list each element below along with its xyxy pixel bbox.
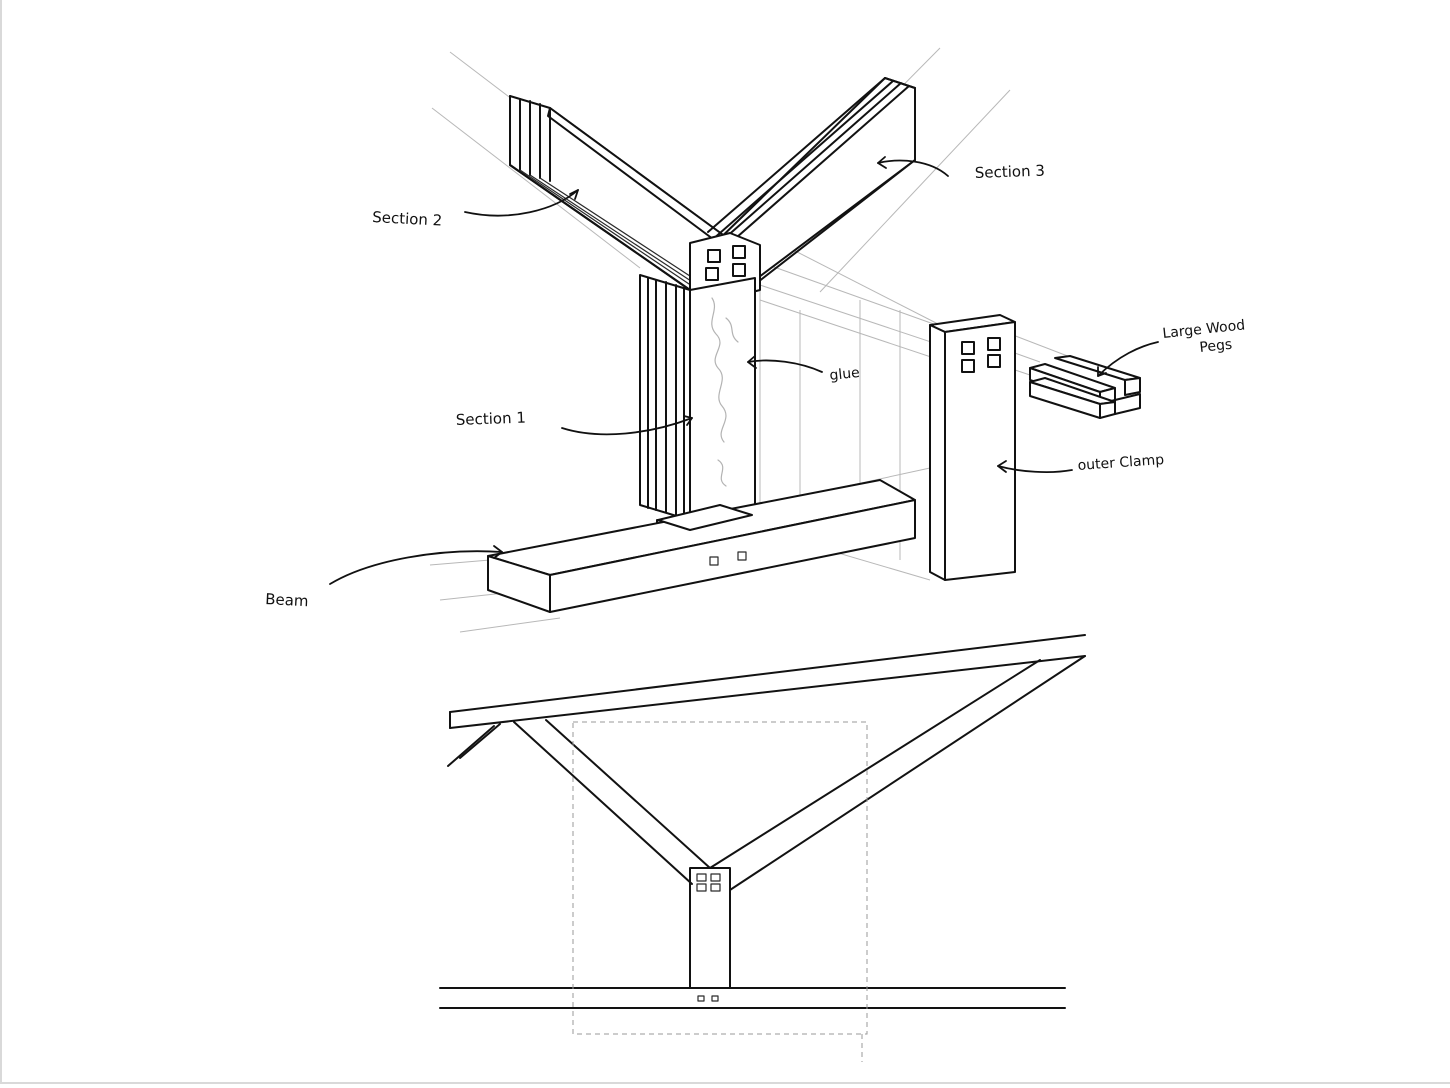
glue-arrow bbox=[747, 359, 823, 373]
label-large-wood-pegs-line2: Pegs bbox=[1199, 337, 1233, 356]
label-section-3: Section 3 bbox=[975, 162, 1046, 182]
page-bottom-border bbox=[0, 1082, 1450, 1084]
label-section-2: Section 2 bbox=[372, 208, 443, 230]
page-left-border bbox=[0, 0, 2, 1084]
label-section-1: Section 1 bbox=[456, 409, 527, 429]
label-large-wood-pegs-line1: Large Wood bbox=[1162, 317, 1246, 342]
elevation-view bbox=[439, 634, 1086, 1062]
label-glue: glue bbox=[829, 365, 861, 384]
label-outer-clamp: outer Clamp bbox=[1077, 452, 1165, 474]
section-1-arrow bbox=[561, 417, 693, 436]
pegs-arrow bbox=[1097, 341, 1159, 377]
label-beam: Beam bbox=[265, 590, 309, 610]
section-1-post bbox=[639, 274, 756, 539]
outer-clamp bbox=[929, 314, 1016, 581]
section-2-arrow bbox=[464, 189, 579, 217]
beam bbox=[487, 479, 916, 613]
large-wood-pegs bbox=[1029, 355, 1141, 419]
outer-clamp-arrow bbox=[997, 465, 1073, 473]
section-3-rafter bbox=[707, 77, 916, 283]
section-3-arrow bbox=[877, 159, 949, 177]
annotation-arrows bbox=[329, 156, 1159, 585]
beam-arrow bbox=[329, 550, 503, 585]
